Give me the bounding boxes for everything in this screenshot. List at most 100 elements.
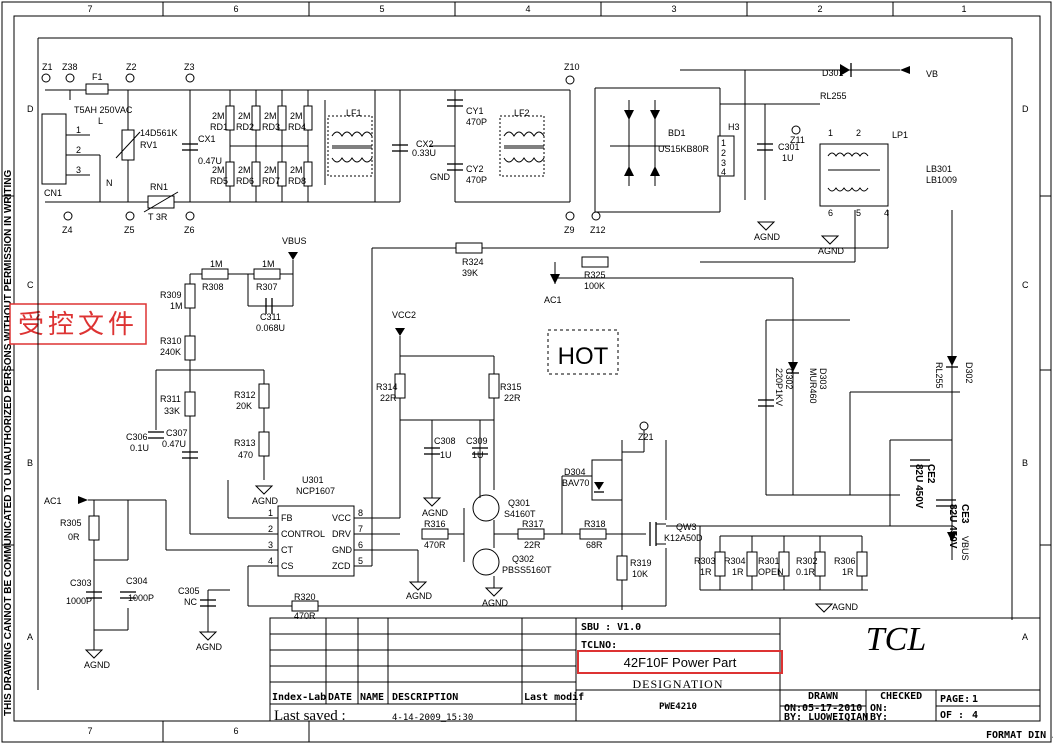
cx1-capacitor: CX1 0.47U bbox=[182, 134, 222, 166]
rn1-thermistor: RN1 T 3R bbox=[143, 182, 179, 222]
h3-header: 1 2 3 4 H3 bbox=[717, 122, 740, 177]
c309-label: C309 bbox=[466, 436, 488, 446]
rv1-value: 14D561K bbox=[140, 128, 178, 138]
r309-body bbox=[184, 283, 196, 309]
r317-label: R317 bbox=[522, 519, 544, 529]
u301-num-1: 1 bbox=[268, 508, 273, 518]
rd5-value: 2M bbox=[212, 165, 225, 175]
side-note: THIS DRAWING CANNOT BE COMMUNICATED TO U… bbox=[3, 169, 14, 716]
u301-num-4: 4 bbox=[268, 556, 273, 566]
rn1-value: T 3R bbox=[148, 212, 168, 222]
c302-capacitor: C302 220P1KV bbox=[758, 368, 794, 407]
ac1-wiring bbox=[88, 499, 230, 650]
cx2-value: 0.33U bbox=[412, 148, 436, 158]
r305-value: 0R bbox=[68, 532, 80, 542]
col-label-6-bottom: 6 bbox=[233, 726, 238, 736]
cn1-label: CN1 bbox=[44, 188, 62, 198]
rd3-value: 2M bbox=[264, 111, 277, 121]
c306-label: C306 bbox=[126, 432, 148, 442]
vcc2-label: VCC2 bbox=[392, 310, 416, 320]
drawn-by: BY: LUOWEIQIAN bbox=[784, 712, 868, 723]
agnd-label-7: AGND bbox=[196, 642, 223, 652]
col-label-6: 6 bbox=[233, 4, 238, 14]
row-labels: D C B A D C B A bbox=[27, 104, 1029, 642]
cn1-pin-3: 3 bbox=[76, 165, 81, 175]
r307-value: 1M bbox=[262, 259, 275, 269]
r301-value: OPEN bbox=[758, 567, 784, 577]
cx2-label: CX2 bbox=[416, 139, 434, 149]
col-label-4: 4 bbox=[525, 4, 530, 14]
lp1-pin-1: 1 bbox=[828, 128, 833, 138]
q302-label: Q302 bbox=[512, 554, 534, 564]
z21-label: Z21 bbox=[638, 432, 654, 442]
u301-num-5: 5 bbox=[358, 556, 363, 566]
z6-label: Z6 bbox=[184, 225, 195, 235]
u301-num-2: 2 bbox=[268, 524, 273, 534]
col-label-2: 2 bbox=[817, 4, 822, 14]
u301-pin-ct: CT bbox=[281, 545, 293, 555]
r307-label: R307 bbox=[256, 282, 278, 292]
col-label-1: 1 bbox=[961, 4, 966, 14]
cx1-value: 0.47U bbox=[198, 156, 222, 166]
rn1-label: RN1 bbox=[150, 182, 168, 192]
bd1-label: BD1 bbox=[668, 128, 686, 138]
r305-label: R305 bbox=[60, 518, 82, 528]
rv1-label: RV1 bbox=[140, 140, 157, 150]
date-header: DATE bbox=[328, 692, 352, 703]
rd8-value: 2M bbox=[290, 165, 303, 175]
cy2-label: CY2 bbox=[466, 164, 484, 174]
c307-label: C307 bbox=[166, 428, 188, 438]
ac1-left-net: AC1 bbox=[44, 496, 88, 506]
qw3-mosfet: QW3 K12A50D bbox=[649, 522, 703, 546]
lb301-label: LB301 bbox=[926, 164, 952, 174]
agnd-label-2: AGND bbox=[818, 246, 845, 256]
u301-pin-control: CONTROL bbox=[281, 529, 325, 539]
row-label-c: C bbox=[27, 280, 34, 290]
r304-value: 1R bbox=[732, 567, 744, 577]
ac1-left-label: AC1 bbox=[44, 496, 62, 506]
d304-diode: D304 BAV70 bbox=[562, 459, 623, 501]
column-labels: 7 6 5 4 3 2 1 7 6 bbox=[87, 4, 966, 736]
d301-label: D301 bbox=[822, 68, 844, 78]
tclno-label: TCLNO: bbox=[581, 640, 617, 651]
checked-on: ON: bbox=[870, 703, 888, 714]
row-label-d: D bbox=[27, 104, 34, 114]
r308-body bbox=[201, 268, 229, 280]
drawn-header: DRAWN bbox=[808, 691, 838, 702]
u301-num-6: 6 bbox=[358, 540, 363, 550]
r313-body bbox=[258, 431, 270, 457]
z5-label: Z5 bbox=[124, 225, 135, 235]
ce3-label: CE3 bbox=[959, 504, 970, 524]
rd6-label: RD6 bbox=[236, 176, 254, 186]
hot-label: HOT bbox=[558, 343, 609, 370]
ce2-value: 82U 450V bbox=[913, 464, 924, 509]
r315-label: R315 bbox=[500, 382, 522, 392]
name-header: NAME bbox=[360, 692, 384, 703]
lp1-label: LP1 bbox=[892, 130, 908, 140]
lb301-value: LB1009 bbox=[926, 175, 957, 185]
last-saved-label: Last saved : bbox=[274, 708, 346, 724]
r311-label: R311 bbox=[160, 394, 181, 404]
r324-label: R324 bbox=[462, 257, 484, 267]
q301-value: S4160T bbox=[504, 509, 536, 519]
driver-wiring bbox=[448, 475, 592, 588]
r320-label: R320 bbox=[294, 592, 316, 602]
c305-label: C305 bbox=[178, 586, 200, 596]
u301-ncp1607: U301 NCP1607 FB CONTROL CT CS VCC DRV GN… bbox=[268, 475, 363, 577]
h3-pin-4: 4 bbox=[721, 167, 726, 177]
row-label-c-right: C bbox=[1022, 280, 1029, 290]
rd2-label: RD2 bbox=[236, 122, 254, 132]
vb-label: VB bbox=[926, 69, 938, 79]
c308-value: 1U bbox=[440, 450, 452, 460]
r312-r313-wiring bbox=[155, 369, 265, 480]
agnd-label-3: AGND bbox=[422, 508, 449, 518]
z12-label: Z12 bbox=[590, 225, 606, 235]
document-number: PWE4210 bbox=[659, 702, 697, 712]
r320-body bbox=[291, 600, 319, 612]
lf1-choke: LF1 bbox=[327, 108, 373, 177]
controlled-document-stamp: 受控文件 bbox=[9, 303, 147, 345]
line-label: L bbox=[98, 116, 103, 126]
vb-net: VB bbox=[900, 66, 938, 79]
checked-by: BY: bbox=[870, 712, 888, 723]
c305-value: NC bbox=[184, 597, 197, 607]
